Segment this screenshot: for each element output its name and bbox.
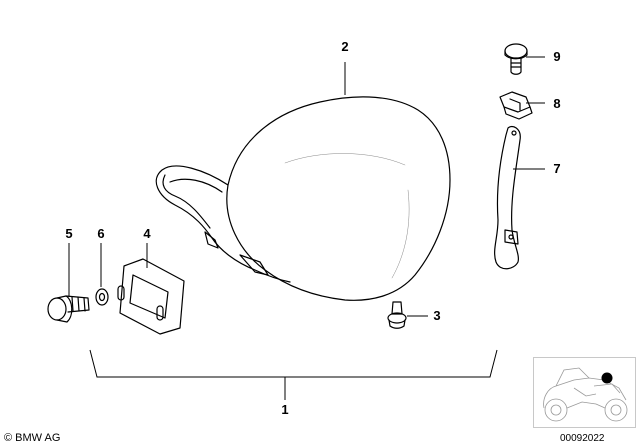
washer-part [95, 288, 109, 306]
bolt-part [47, 295, 90, 323]
callout-8: 8 [553, 96, 560, 111]
callout-9: 9 [553, 49, 560, 64]
callout-1: 1 [281, 402, 288, 417]
callouts: 1 2 3 4 5 6 7 8 9 [65, 39, 560, 417]
diagram-id: 00092022 [560, 433, 605, 444]
location-marker [601, 372, 613, 384]
callout-2: 2 [341, 39, 348, 54]
copyright-text: © BMW AG [4, 432, 61, 444]
buffer-part [387, 301, 407, 329]
assembly-bracket [89, 349, 498, 378]
callout-3: 3 [433, 308, 440, 323]
screw-part [504, 43, 528, 75]
motorcycle-thumbnail [533, 357, 636, 428]
motorcycle-icon [543, 367, 628, 422]
mounting-plate-part [117, 258, 185, 335]
callout-5: 5 [65, 226, 72, 241]
seat-part [155, 96, 451, 301]
callout-7: 7 [553, 161, 560, 176]
strap-bracket-part [494, 125, 521, 270]
leader-lines [68, 56, 545, 400]
clip-nut-part [499, 91, 533, 120]
callout-6: 6 [97, 226, 104, 241]
callout-4: 4 [143, 226, 151, 241]
